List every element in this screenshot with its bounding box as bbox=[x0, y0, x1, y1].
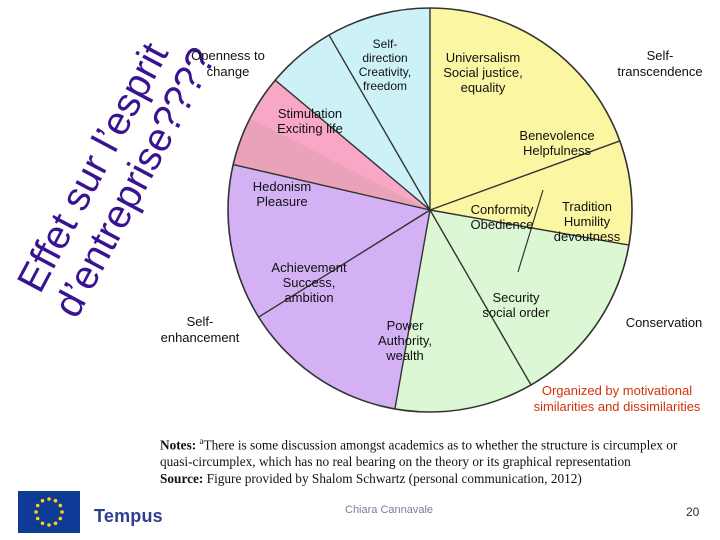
stimulation-segment bbox=[275, 35, 430, 211]
self-enhancement-label: Self-enhancement bbox=[161, 314, 240, 345]
divider-line bbox=[233, 163, 431, 211]
notes-text: There is some discussion amongst academi… bbox=[160, 437, 678, 470]
achievement-segment bbox=[228, 164, 430, 318]
divider-line bbox=[429, 140, 621, 211]
wheel-segments bbox=[228, 8, 632, 412]
divider-line bbox=[258, 209, 431, 318]
self-direction-segment bbox=[329, 8, 430, 210]
footer-author: Chiara Cannavale bbox=[345, 504, 434, 516]
divider-line bbox=[394, 209, 431, 410]
conformity-tradition-divider bbox=[517, 189, 544, 273]
eu-star bbox=[58, 516, 63, 521]
security-segment bbox=[394, 210, 531, 412]
conservation-label: Conservation bbox=[626, 315, 703, 330]
eu-star bbox=[58, 503, 63, 508]
eu-star bbox=[60, 510, 64, 514]
divider-line bbox=[429, 209, 630, 246]
hedonism-segment bbox=[233, 80, 430, 210]
eu-star bbox=[40, 498, 45, 503]
eu-flag-logo bbox=[18, 491, 80, 533]
notes-paragraph: Notes: aThere is some discussion amongst… bbox=[160, 433, 700, 470]
eu-star bbox=[34, 510, 38, 514]
notes-superscript: a bbox=[199, 436, 204, 446]
notes-label: Notes: bbox=[160, 437, 197, 453]
tradition-segment bbox=[430, 210, 629, 385]
universalism-segment bbox=[430, 8, 620, 210]
divider-line bbox=[274, 79, 431, 211]
source-text: Figure provided by Shalom Schwartz (pers… bbox=[206, 471, 582, 487]
eu-star bbox=[53, 521, 58, 526]
source-paragraph: Source: Figure provided by Shalom Schwar… bbox=[160, 470, 700, 487]
self-transcendence-label: Self-transcendence bbox=[617, 48, 702, 79]
divider-line bbox=[328, 34, 431, 211]
eu-stars-icon bbox=[34, 497, 64, 527]
wheel-divider-lines bbox=[227, 7, 633, 413]
benevolence-segment bbox=[430, 140, 632, 246]
notes-block: Notes: aThere is some discussion amongst… bbox=[160, 433, 700, 487]
tempus-logo: Tempus bbox=[94, 506, 163, 526]
hedonism-upper-band bbox=[233, 118, 430, 210]
eu-star bbox=[47, 523, 51, 527]
eu-star bbox=[35, 503, 40, 508]
page-number: 20 bbox=[686, 505, 700, 519]
eu-star bbox=[35, 516, 40, 521]
source-label: Source: bbox=[160, 471, 204, 487]
divider-line bbox=[429, 209, 532, 386]
eu-star bbox=[53, 498, 58, 503]
eu-star bbox=[47, 497, 51, 501]
power-segment bbox=[258, 210, 430, 409]
eu-star bbox=[40, 521, 45, 526]
